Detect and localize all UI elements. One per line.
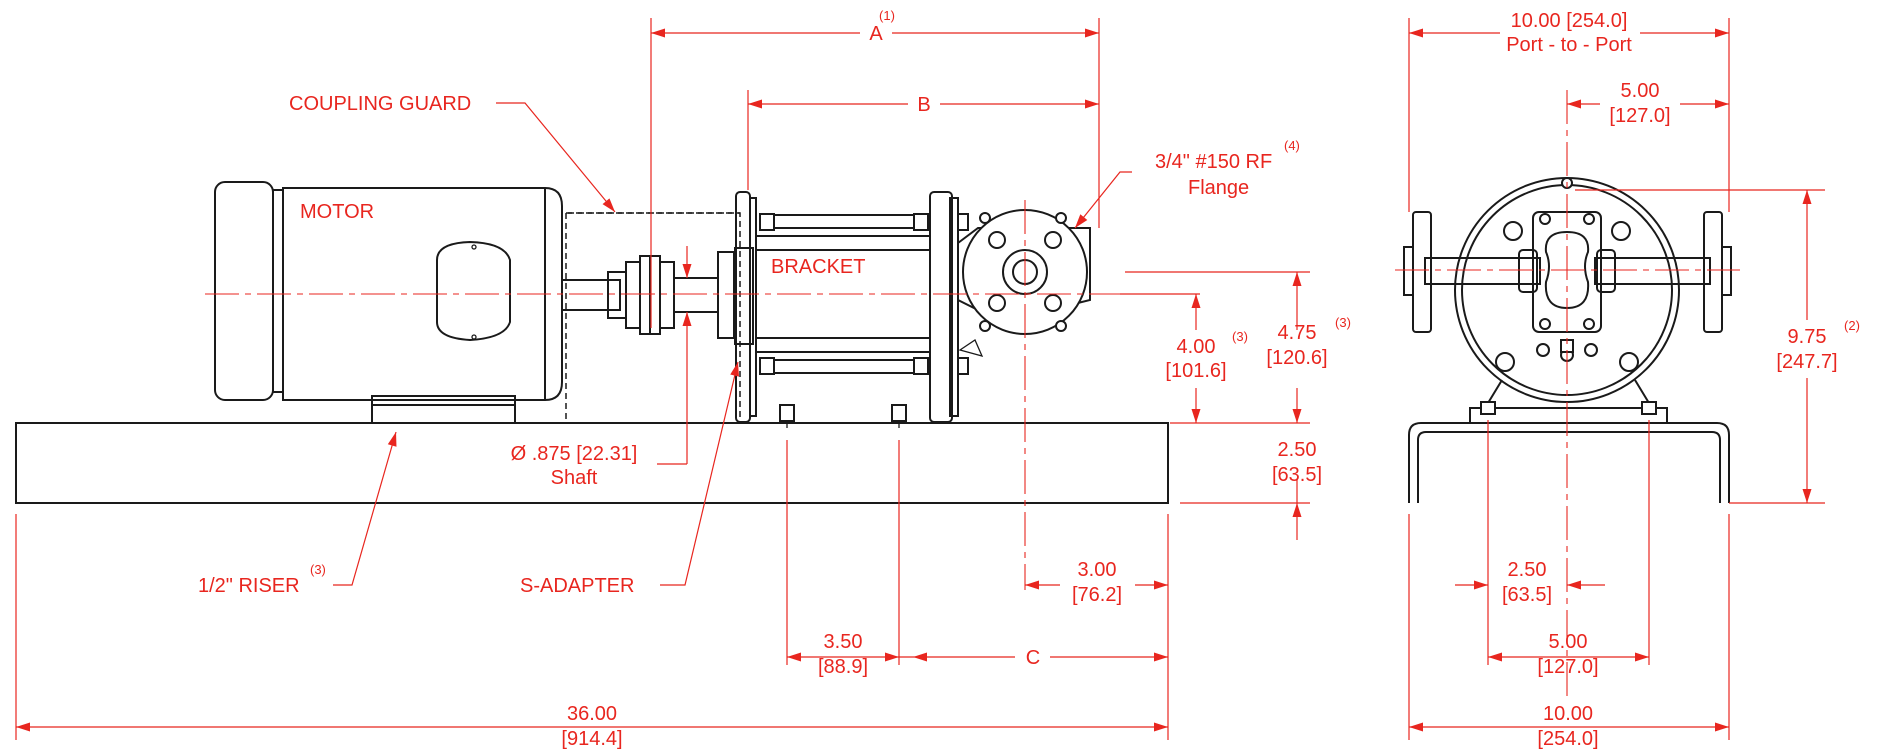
side-dim-bottom [1408,420,1730,740]
side-view: 10.00 [254.0] Port - to - Port 5.00 [127… [1395,10,1860,750]
flange-leader [1074,171,1132,229]
side-dim-height [1575,189,1825,504]
dim-250v-metric: [63.5] [1272,464,1322,486]
motor-label: MOTOR [300,201,374,223]
dim-c-label: C [1026,647,1040,669]
dim-shaft [657,246,692,465]
side-base [1408,422,1730,503]
motor [214,181,563,424]
coupling-guard-leader [496,102,616,213]
front-view: A (1) B COUPLING GUARD MOTOR BRACKET 3/4… [15,8,1351,750]
dim-a-note: (1) [879,8,895,23]
dim-350-metric: [88.9] [818,656,868,678]
s-adapter-label: S-ADAPTER [520,575,634,597]
flange-note: (4) [1284,138,1300,153]
dim-400-note: (3) [1232,329,1248,344]
side-500-top-metric: [127.0] [1609,105,1670,127]
dim-475-note: (3) [1335,315,1351,330]
dim-a [650,18,1100,328]
side-975-metric: [247.7] [1776,351,1837,373]
dim-475-metric: [120.6] [1266,347,1327,369]
dim-vertical-heights [1120,271,1310,540]
bracket [735,191,969,428]
riser-note: (3) [310,562,326,577]
coupling-guard [565,212,741,424]
dim-3600-label: 36.00 [567,703,617,725]
dim-475-label: 4.75 [1278,322,1317,344]
shaft-label-2: Shaft [551,467,598,489]
riser-label: 1/2" RISER [198,575,300,597]
dim-a-label: A [869,23,883,45]
pump-head [957,209,1091,357]
dim-400-metric: [101.6] [1165,360,1226,382]
side-1000-label: 10.00 [1543,703,1593,725]
side-port-label-1: 10.00 [254.0] [1511,10,1628,32]
coupling-guard-label: COUPLING GUARD [289,93,471,115]
dim-300-metric: [76.2] [1072,584,1122,606]
dim-300-label: 3.00 [1078,559,1117,581]
side-975-note: (2) [1844,318,1860,333]
side-250-metric: [63.5] [1502,584,1552,606]
side-975-label: 9.75 [1788,326,1827,348]
flange-label-1: 3/4" #150 RF [1155,151,1272,173]
dim-b-label: B [917,94,930,116]
side-500-top-label: 5.00 [1621,80,1660,102]
riser-leader [333,431,397,586]
side-1000-metric: [254.0] [1537,728,1598,750]
side-500-bot-metric: [127.0] [1537,656,1598,678]
side-500-bot-label: 5.00 [1549,631,1588,653]
dim-bottom [15,440,1169,740]
flange-label-2: Flange [1188,177,1249,199]
dim-350-label: 3.50 [824,631,863,653]
side-dim-port [1408,18,1730,212]
bracket-label: BRACKET [771,256,865,278]
side-port-label-2: Port - to - Port [1506,34,1632,56]
dim-b [747,90,1099,190]
dim-250v-label: 2.50 [1278,439,1317,461]
dim-400-label: 4.00 [1177,336,1216,358]
coupling [561,251,735,339]
shaft-label-1: Ø .875 [22.31] [511,443,638,465]
dim-3600-metric: [914.4] [561,728,622,750]
side-250-label: 2.50 [1508,559,1547,581]
s-adapter-leader [660,361,739,586]
